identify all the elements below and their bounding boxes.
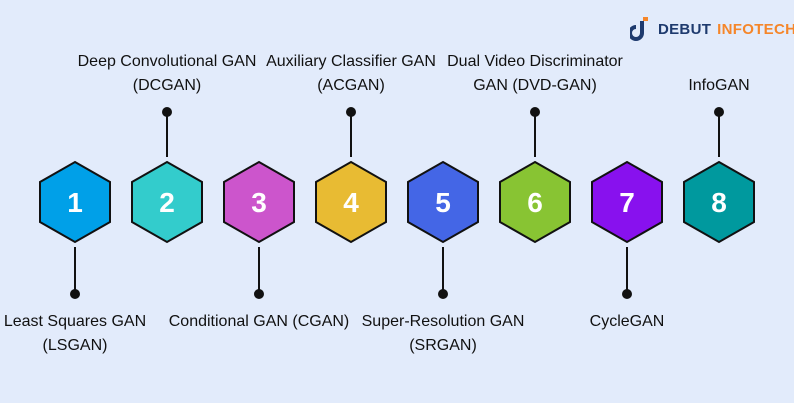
hexagon: [39, 160, 111, 244]
hexagon-number: 3: [251, 187, 267, 218]
hexagon: [223, 160, 295, 244]
hexagon-item-7: 7: [591, 160, 663, 299]
gan-label: InfoGAN: [688, 77, 750, 94]
hexagon-item-8: 8: [683, 107, 755, 244]
logo-icon: [630, 17, 648, 41]
hexagon-number: 4: [343, 187, 359, 218]
hexagon-item-2: 2: [131, 107, 203, 244]
gan-label: Super-Resolution GAN (SRGAN): [361, 313, 525, 354]
hexagon-number: 1: [67, 187, 83, 218]
connector-dot: [714, 107, 724, 117]
gan-label: CycleGAN: [589, 313, 665, 330]
hexagon-number: 5: [435, 187, 451, 218]
gan-label: Conditional GAN (CGAN): [168, 313, 350, 330]
gan-label: Deep Convolutional GAN (DCGAN): [77, 53, 257, 94]
hexagon-number: 2: [159, 187, 175, 218]
hexagon-number: 6: [527, 187, 543, 218]
connector-dot: [346, 107, 356, 117]
hexagon: [591, 160, 663, 244]
gan-label: Least Squares GAN (LSGAN): [3, 313, 147, 354]
connector-dot: [254, 289, 264, 299]
hexagon: [407, 160, 479, 244]
hexagon: [683, 160, 755, 244]
logo-text-infotech: INFOTECH: [717, 20, 794, 38]
hexagon-item-1: 1: [39, 160, 111, 299]
connector-dot: [622, 289, 632, 299]
gan-label: Auxiliary Classifier GAN (ACGAN): [266, 53, 436, 94]
logo-text-debut: DEBUT: [658, 20, 712, 38]
connector-dot: [70, 289, 80, 299]
hexagon: [131, 160, 203, 244]
hexagon-number: 8: [711, 187, 727, 218]
connector-dot: [530, 107, 540, 117]
debut-infotech-logo: DEBUT INFOTECH: [630, 17, 794, 41]
connector-dot: [438, 289, 448, 299]
hexagon-item-5: 5: [407, 160, 479, 299]
hexagon-number: 7: [619, 187, 635, 218]
hexagon-item-6: 6: [499, 107, 571, 244]
gan-label: Dual Video Discriminator GAN (DVD-GAN): [447, 53, 623, 94]
connector-dot: [162, 107, 172, 117]
hexagon-item-4: 4: [315, 107, 387, 244]
hexagon: [315, 160, 387, 244]
hexagon-item-3: 3: [223, 160, 295, 299]
hexagon: [499, 160, 571, 244]
